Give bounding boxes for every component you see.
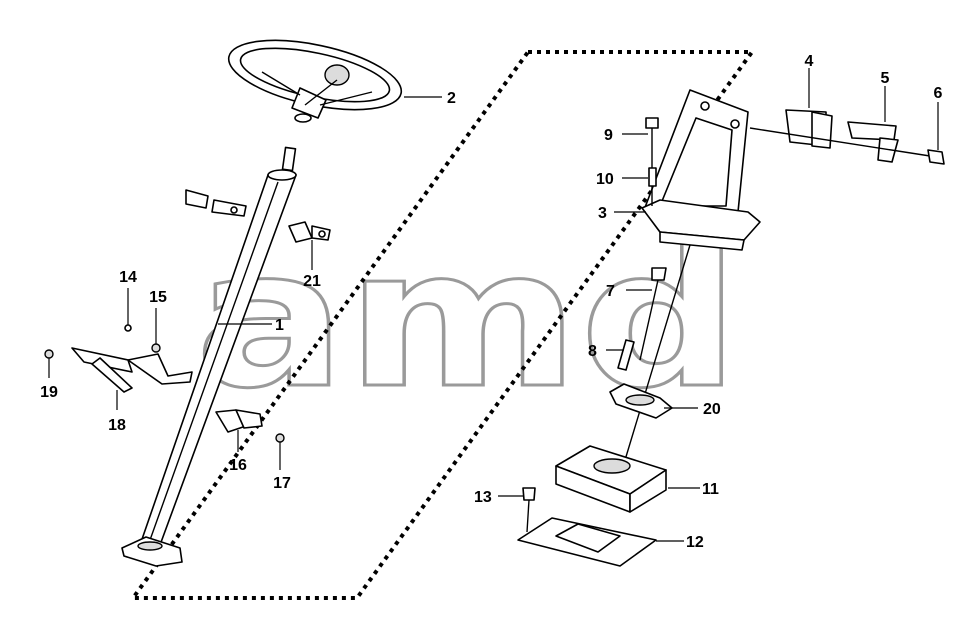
support-3: [641, 89, 761, 251]
bracket-upper: [185, 189, 247, 217]
callout-16: 16: [229, 457, 247, 474]
callout-15: 15: [149, 289, 167, 306]
bolt-9: [645, 117, 659, 206]
callout-7: 7: [606, 283, 615, 300]
callout-11: 11: [702, 481, 719, 498]
callout-17: 17: [273, 475, 291, 492]
leader-lines: [48, 68, 939, 542]
steering-column: [121, 146, 297, 567]
callout-3: 3: [598, 205, 607, 222]
callout-10: 10: [596, 171, 614, 188]
callout-13: 13: [474, 489, 492, 506]
spacer-8: [617, 339, 635, 371]
callout-2: 2: [447, 90, 456, 107]
bracket-5: [847, 121, 899, 163]
steering-wheel: [227, 39, 403, 123]
bracket-18: [44, 324, 193, 393]
gasket-12: [517, 517, 657, 567]
axis-line: [621, 244, 691, 471]
bolt-13: [522, 487, 536, 533]
bolt-6: [749, 127, 945, 165]
bracket-16: [215, 409, 285, 443]
callout-12: 12: [686, 534, 704, 551]
callout-21: 21: [303, 273, 321, 290]
spacer-10: [648, 167, 657, 187]
bolt-7: [639, 267, 667, 361]
callout-4: 4: [805, 53, 814, 70]
callout-19: 19: [40, 384, 58, 401]
callout-14: 14: [119, 269, 137, 286]
clamp-21: [288, 221, 331, 243]
callout-1: 1: [275, 317, 284, 334]
callout-9: 9: [604, 127, 613, 144]
callout-18: 18: [108, 417, 126, 434]
callout-20: 20: [703, 401, 721, 418]
callout-8: 8: [588, 343, 597, 360]
callout-6: 6: [934, 85, 943, 102]
housing-11: [555, 445, 667, 513]
clamp-4: [785, 109, 833, 149]
callout-5: 5: [881, 70, 890, 87]
